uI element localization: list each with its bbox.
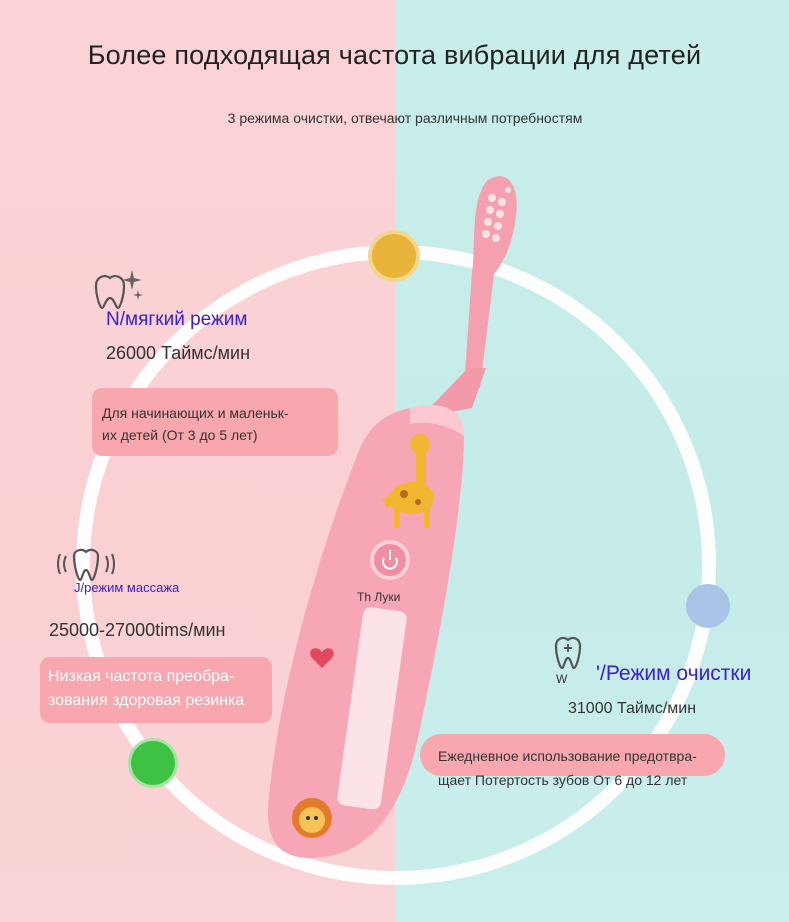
tooth-plus-icon <box>554 636 582 670</box>
clean-mode-description: Ежедневное использование предотвра- <box>420 734 725 776</box>
soft-desc-line2: их детей (От 3 до 5 лет) <box>102 427 258 443</box>
clean-mode-rate: 31000 Таймс/мин <box>568 700 697 717</box>
massage-mode-description: Низкая частота преобра- зования здоровая… <box>40 657 272 723</box>
brand-label: Th Луки <box>357 590 401 604</box>
toothbrush-illustration <box>268 176 517 858</box>
clean-mode-name: '/Режим очистки <box>596 662 752 685</box>
massage-mode-name: J/режим массажа <box>74 580 180 595</box>
page-subtitle: 3 режима очистки, отвечают различным пот… <box>227 110 583 126</box>
yellow-dot <box>372 234 416 278</box>
blue-dot <box>686 584 730 628</box>
massage-mode-rate: 25000-27000tims/мин <box>49 620 226 640</box>
soft-desc-line1: Для начинающих и маленьк- <box>102 405 289 421</box>
soft-mode-name: N/мягкий режим <box>106 309 248 330</box>
soft-mode-description: Для начинающих и маленьк- их детей (От 3… <box>92 388 338 456</box>
clean-desc-line1: Ежедневное использование предотвра- <box>438 748 697 764</box>
clean-desc-line2: щает Потертость зубов От 6 до 12 лет <box>438 772 688 788</box>
clean-mode-icon-label: W <box>556 672 568 686</box>
soft-mode-rate: 26000 Таймс/мин <box>106 343 251 363</box>
massage-desc-line1: Низкая частота преобра- <box>48 668 235 685</box>
page-title: Более подходящая частота вибрации для де… <box>87 40 702 70</box>
tooth-sparkle-icon <box>94 270 143 310</box>
green-dot <box>131 741 175 785</box>
massage-desc-line2: зования здоровая резинка <box>48 692 245 709</box>
tooth-vibrate-icon <box>57 548 115 582</box>
